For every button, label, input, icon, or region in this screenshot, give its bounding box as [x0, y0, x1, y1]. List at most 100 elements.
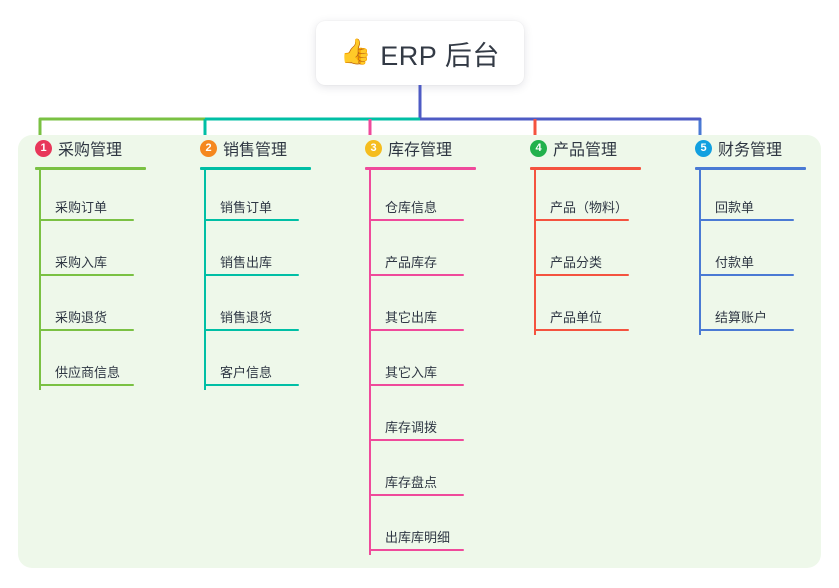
branch-item-label: 回款单 [715, 200, 755, 215]
thumbs-up-icon: 👍 [340, 37, 372, 66]
branch-column-2: 2 销售管理销售订单销售出库销售退货客户信息 [183, 135, 348, 390]
branch-item-label: 供应商信息 [55, 365, 121, 380]
branch-item-rule [39, 219, 134, 221]
branch-item[interactable]: 采购入库 [39, 225, 183, 280]
branch-item[interactable]: 付款单 [699, 225, 839, 280]
branch-item[interactable]: 仓库信息 [369, 170, 513, 225]
branch-item-list: 回款单付款单结算账户 [699, 170, 839, 335]
branch-item-label: 库存盘点 [385, 475, 438, 490]
branch-item[interactable]: 出库库明细 [369, 500, 513, 555]
branch-item-label: 仓库信息 [385, 200, 438, 215]
branch-number-badge: 1 [35, 139, 52, 157]
branch-item-label: 销售退货 [220, 310, 273, 325]
branch-item[interactable]: 采购退货 [39, 280, 183, 335]
branch-item[interactable]: 供应商信息 [39, 335, 183, 390]
branch-item-rule [369, 439, 464, 441]
branch-item[interactable]: 销售订单 [204, 170, 348, 225]
root-node-card[interactable]: 👍 ERP 后台 [316, 21, 524, 85]
branch-item[interactable]: 产品（物料） [534, 170, 678, 225]
branch-item-label: 产品（物料） [550, 200, 629, 215]
branch-item-list: 仓库信息产品库存其它出库其它入库库存调拨库存盘点出库库明细 [369, 170, 513, 555]
branch-item-rule [699, 219, 794, 221]
branch-item[interactable]: 其它出库 [369, 280, 513, 335]
branch-item-rule [204, 329, 299, 331]
branch-item-rule [39, 384, 134, 386]
branch-item-rule [204, 219, 299, 221]
branch-header-2[interactable]: 2 销售管理 [183, 135, 348, 161]
branch-title: 销售管理 [223, 142, 288, 159]
branch-trunk-line [534, 169, 536, 335]
branch-column-5: 5 财务管理回款单付款单结算账户 [678, 135, 839, 335]
branch-item-rule [369, 549, 464, 551]
branch-item-rule [39, 274, 134, 276]
branch-item-label: 销售订单 [220, 200, 273, 215]
branch-item[interactable]: 产品分类 [534, 225, 678, 280]
branch-trunk-line [699, 169, 701, 335]
branch-item[interactable]: 产品单位 [534, 280, 678, 335]
branch-item-label: 产品库存 [385, 255, 438, 270]
branch-item-label: 付款单 [715, 255, 755, 270]
branch-header-4[interactable]: 4 产品管理 [513, 135, 678, 161]
branch-item-rule [369, 329, 464, 331]
branch-item-label: 采购入库 [55, 255, 108, 270]
branch-item-rule [369, 494, 464, 496]
branch-item[interactable]: 库存调拨 [369, 390, 513, 445]
branch-item-list: 产品（物料） 产品分类产品单位 [534, 170, 678, 335]
branch-item-label: 客户信息 [220, 365, 273, 380]
branch-item-label: 库存调拨 [385, 420, 438, 435]
branch-item-label: 采购退货 [55, 310, 108, 325]
branch-trunk-line [204, 169, 206, 390]
branch-item-rule [699, 274, 794, 276]
branch-number-badge: 2 [200, 139, 217, 157]
branch-header-3[interactable]: 3 库存管理 [348, 135, 513, 161]
branch-item-list: 销售订单销售出库销售退货客户信息 [204, 170, 348, 390]
branch-item[interactable]: 产品库存 [369, 225, 513, 280]
branch-column-3: 3 库存管理仓库信息产品库存其它出库其它入库库存调拨库存盘点出库库明细 [348, 135, 513, 555]
branch-item-label: 产品单位 [550, 310, 603, 325]
root-node-title: ERP 后台 [380, 40, 500, 71]
branch-item-rule [204, 384, 299, 386]
branch-item[interactable]: 库存盘点 [369, 445, 513, 500]
branch-header-rule [200, 167, 311, 170]
branch-number-badge: 5 [695, 139, 712, 157]
branch-item-label: 产品分类 [550, 255, 603, 270]
branch-item[interactable]: 销售退货 [204, 280, 348, 335]
branch-header-rule [365, 167, 476, 170]
branch-item[interactable]: 回款单 [699, 170, 839, 225]
branch-column-4: 4 产品管理产品（物料） 产品分类产品单位 [513, 135, 678, 335]
branch-item-label: 采购订单 [55, 200, 108, 215]
branch-item-rule [39, 329, 134, 331]
branch-item-rule [369, 384, 464, 386]
branch-header-rule [530, 167, 641, 170]
branch-item-label: 销售出库 [220, 255, 273, 270]
branch-item[interactable]: 销售出库 [204, 225, 348, 280]
branch-item-list: 采购订单采购入库采购退货供应商信息 [39, 170, 183, 390]
branch-item-rule [699, 329, 794, 331]
branch-trunk-line [39, 169, 41, 390]
branch-trunk-line [369, 169, 371, 555]
branch-item-label: 出库库明细 [385, 530, 451, 545]
branch-item-label: 其它出库 [385, 310, 438, 325]
branch-item-rule [534, 274, 629, 276]
branch-item-label: 结算账户 [715, 310, 768, 325]
branch-title: 库存管理 [388, 142, 453, 159]
branch-item[interactable]: 采购订单 [39, 170, 183, 225]
branch-item[interactable]: 客户信息 [204, 335, 348, 390]
branch-item[interactable]: 其它入库 [369, 335, 513, 390]
branch-item-rule [534, 329, 629, 331]
branch-number-badge: 3 [365, 139, 382, 157]
branch-title: 财务管理 [718, 142, 783, 159]
branch-item-rule [369, 219, 464, 221]
branch-number-badge: 4 [530, 139, 547, 157]
branch-item[interactable]: 结算账户 [699, 280, 839, 335]
branch-item-label: 其它入库 [385, 365, 438, 380]
branch-title: 产品管理 [553, 142, 618, 159]
branch-item-rule [204, 274, 299, 276]
branch-item-rule [369, 274, 464, 276]
branch-header-5[interactable]: 5 财务管理 [678, 135, 839, 161]
branch-item-rule [534, 219, 629, 221]
